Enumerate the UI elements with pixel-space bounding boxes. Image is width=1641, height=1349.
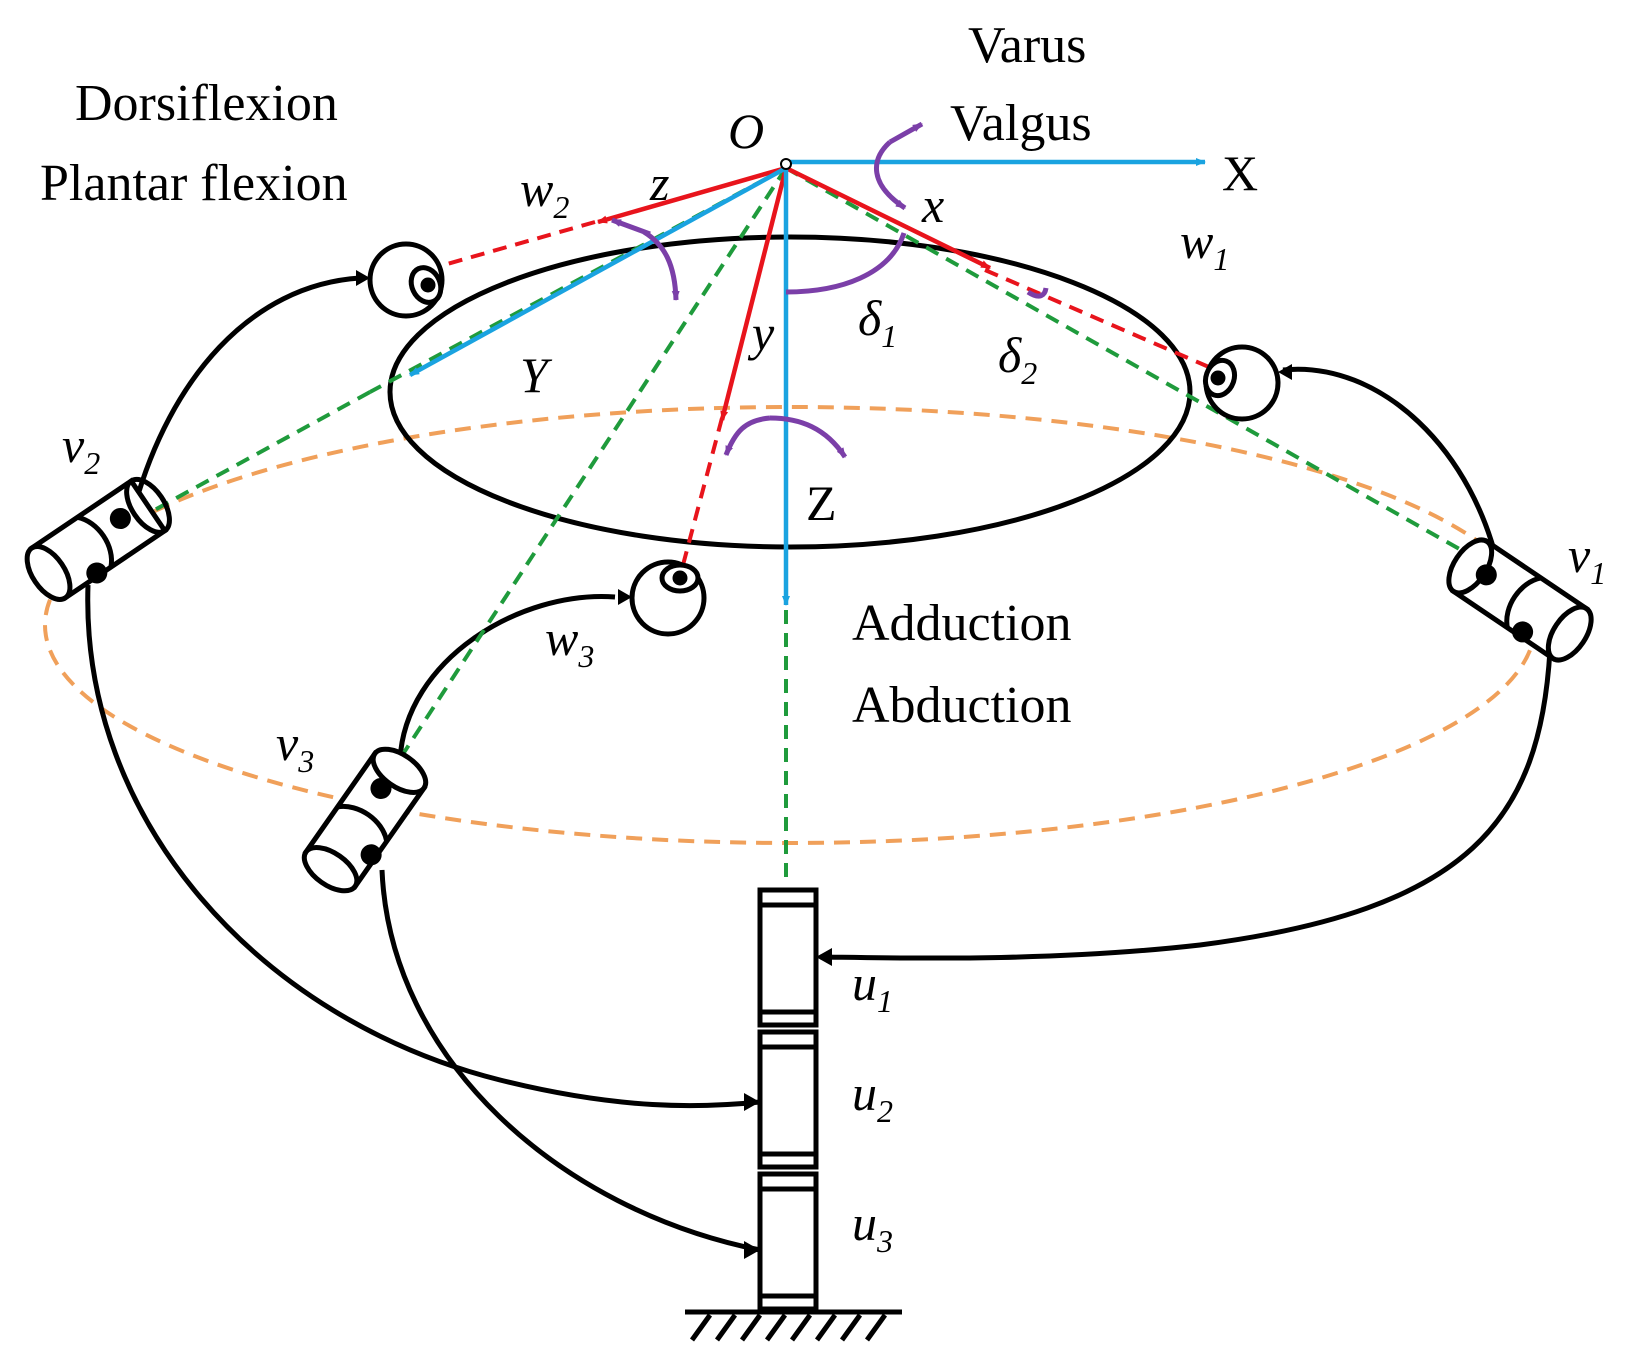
link-v1-u1 <box>819 649 1553 961</box>
angle-delta1-arc <box>785 232 907 295</box>
axis-Y <box>408 166 788 377</box>
actuator-u1 <box>757 887 819 1028</box>
cylindrical-joint-v2 <box>24 476 172 602</box>
link-w3-v3 <box>397 594 616 761</box>
u1-label: u1 <box>852 955 893 1019</box>
axis-y-label: y <box>747 305 775 361</box>
v2-label: v2 <box>62 417 100 481</box>
v3-label: v3 <box>276 715 314 779</box>
axis-Y-label: Y <box>520 347 553 403</box>
varus-valgus-rotation-arrow <box>874 140 907 211</box>
actuator-u2 <box>757 1029 819 1170</box>
w3-label: w3 <box>545 610 594 674</box>
axis-z-label: z <box>649 155 669 211</box>
u2-label: u2 <box>852 1065 893 1129</box>
abduction-label: Abduction <box>852 677 1072 734</box>
actuator-u3 <box>757 1171 819 1312</box>
base-circle-dashed <box>43 405 1537 845</box>
vector-w1 <box>785 165 991 271</box>
spherical-joint-w3 <box>618 559 707 637</box>
link-v2-u2 <box>85 584 761 1109</box>
cylindrical-joint-v1 <box>1446 537 1594 663</box>
red-vectors <box>597 165 991 421</box>
spherical-joint-w1 <box>1202 344 1292 422</box>
valgus-label: Valgus <box>950 95 1092 152</box>
w1-label: w1 <box>1180 213 1229 277</box>
cylindrical-joint-v3 <box>301 746 429 894</box>
spherical-joint-w2 <box>356 241 445 319</box>
column-joint-tabs <box>744 948 832 1259</box>
u3-label: u3 <box>852 1195 893 1259</box>
dorsiflexion-rotation-arrow <box>642 229 680 301</box>
links <box>85 275 1553 1253</box>
adduction-rotation-arrow <box>723 415 771 456</box>
blue-axes <box>408 158 1206 606</box>
link-w2-v2 <box>132 275 361 506</box>
rotation-arrows <box>611 121 1049 459</box>
axis-X-label: X <box>1222 145 1258 201</box>
plantar-flexion-label: Plantar flexion <box>40 155 348 212</box>
adduction-label: Adduction <box>852 595 1072 652</box>
delta1-label: δ1 <box>858 290 897 354</box>
vector-w2 <box>597 165 787 225</box>
link-v3-u3 <box>379 869 761 1253</box>
angle-delta2-arc <box>1026 287 1049 299</box>
axis-Z-label: Z <box>806 475 837 531</box>
v1-label: v1 <box>1568 527 1606 591</box>
actuator-column <box>757 887 819 1312</box>
ground <box>685 1309 902 1342</box>
w2-label: w2 <box>520 161 569 225</box>
link-w1-v1 <box>1282 366 1503 576</box>
dorsiflexion-label: Dorsiflexion <box>75 75 338 132</box>
moving-platform-ellipse <box>387 234 1193 550</box>
red-dashed-lines <box>432 220 1256 566</box>
origin-point <box>780 158 792 170</box>
vector-w3 <box>719 167 789 421</box>
origin-label: O <box>728 103 764 159</box>
delta2-label: δ2 <box>998 327 1037 391</box>
varus-label: Varus <box>968 17 1086 74</box>
axis-x-label: x <box>921 177 944 233</box>
